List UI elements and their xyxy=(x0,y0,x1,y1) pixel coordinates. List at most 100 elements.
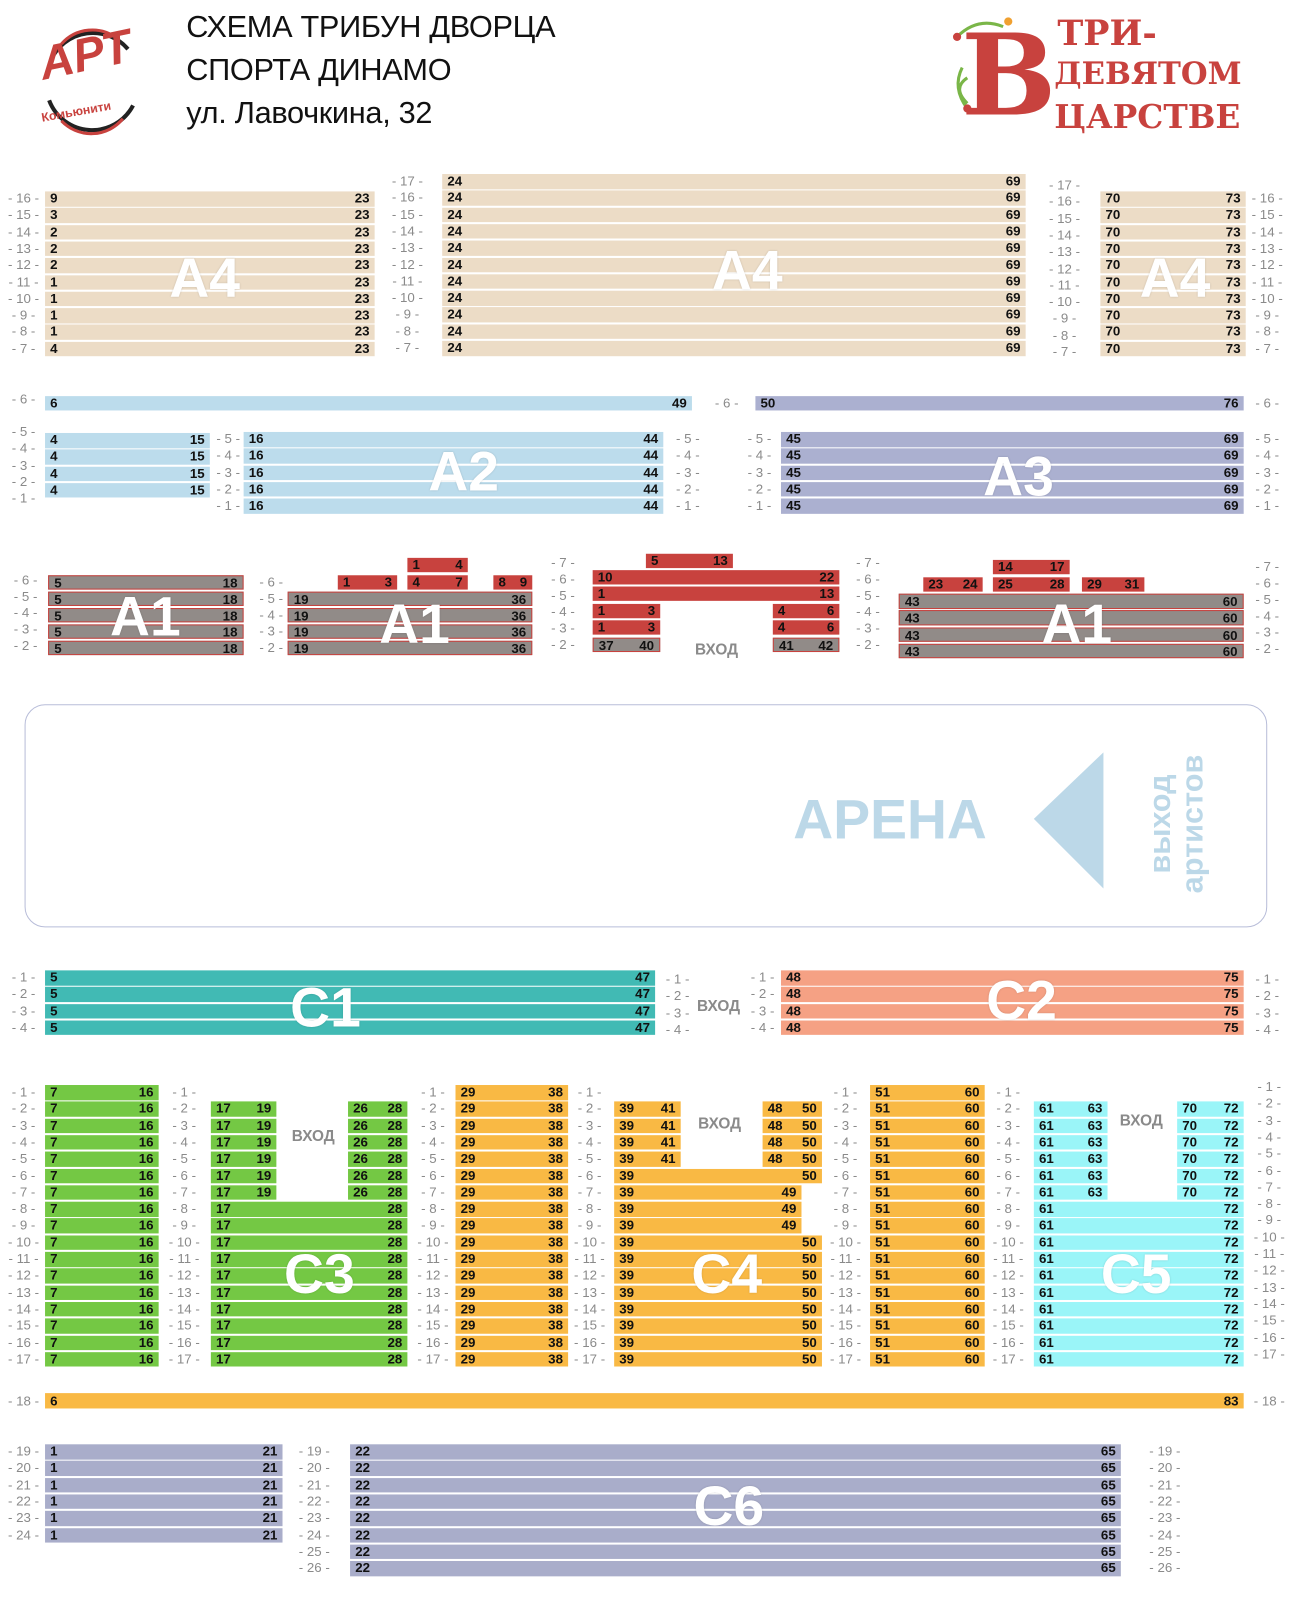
seat-row[interactable]: 3950 xyxy=(614,1334,822,1351)
seat-row[interactable]: 323 xyxy=(45,207,375,223)
seat-row[interactable]: 4850 xyxy=(762,1101,822,1117)
seat-row[interactable]: 923 xyxy=(45,191,375,207)
seat-row[interactable]: 2265 xyxy=(350,1560,1121,1576)
seat-row[interactable]: 518 xyxy=(48,640,244,656)
seat-row[interactable]: 1728 xyxy=(210,1251,408,1267)
seat-row[interactable]: 223 xyxy=(45,257,375,273)
seat-row[interactable]: 2469 xyxy=(442,240,1026,256)
seat-row[interactable]: 3950 xyxy=(614,1234,822,1251)
seat-row[interactable]: 1936 xyxy=(287,624,533,639)
seat-row[interactable]: 5160 xyxy=(870,1184,985,1200)
seat-row[interactable]: 2628 xyxy=(348,1134,408,1150)
seat-row[interactable]: 415 xyxy=(45,466,210,482)
seat-row[interactable]: 47 xyxy=(407,575,468,590)
seat-row[interactable]: 2938 xyxy=(455,1301,569,1317)
seat-row[interactable]: 2938 xyxy=(455,1284,569,1301)
seat-row[interactable]: 2938 xyxy=(455,1318,569,1334)
seat-row[interactable]: 5160 xyxy=(870,1134,985,1150)
seat-row[interactable]: 6163 xyxy=(1033,1184,1108,1200)
seat-row[interactable]: 5160 xyxy=(870,1318,985,1334)
seat-row[interactable]: 5160 xyxy=(870,1084,985,1100)
seat-row[interactable]: 716 xyxy=(45,1084,159,1100)
seat-row[interactable]: 7073 xyxy=(1100,191,1246,207)
seat-row[interactable]: 4875 xyxy=(781,970,1244,986)
seat-row[interactable]: 4569 xyxy=(781,481,1244,497)
seat-row[interactable]: 6172 xyxy=(1033,1251,1244,1267)
seat-row[interactable]: 6163 xyxy=(1033,1134,1108,1150)
seat-row[interactable]: 716 xyxy=(45,1301,159,1317)
seat-row[interactable]: 513 xyxy=(645,553,733,569)
seat-row[interactable]: 2469 xyxy=(442,173,1026,189)
seat-row[interactable]: 4850 xyxy=(762,1134,822,1150)
seat-row[interactable]: 2265 xyxy=(350,1443,1121,1460)
seat-row[interactable]: 3950 xyxy=(614,1251,822,1267)
seat-row[interactable]: 6163 xyxy=(1033,1118,1108,1134)
seat-row[interactable]: 2628 xyxy=(348,1168,408,1184)
seat-row[interactable]: 7073 xyxy=(1100,341,1246,357)
seat-row[interactable]: 2528 xyxy=(992,577,1070,592)
seat-row[interactable]: 4360 xyxy=(898,627,1244,642)
seat-row[interactable]: 6172 xyxy=(1033,1218,1244,1234)
seat-row[interactable]: 6172 xyxy=(1033,1284,1244,1301)
seat-row[interactable]: 716 xyxy=(45,1318,159,1334)
seat-row[interactable]: 3949 xyxy=(614,1201,802,1217)
seat-row[interactable]: 2469 xyxy=(442,273,1026,289)
seat-row[interactable]: 1728 xyxy=(210,1201,408,1217)
seat-row[interactable]: 2469 xyxy=(442,257,1026,273)
seat-row[interactable]: 7073 xyxy=(1100,324,1246,340)
seat-row[interactable]: 7072 xyxy=(1177,1151,1244,1167)
seat-row[interactable]: 2265 xyxy=(350,1527,1121,1543)
seat-row[interactable]: 121 xyxy=(45,1477,283,1493)
seat-row[interactable]: 2938 xyxy=(455,1134,569,1150)
seat-row[interactable]: 4142 xyxy=(772,637,840,653)
seat-row[interactable]: 3950 xyxy=(614,1301,822,1317)
seat-row[interactable]: 716 xyxy=(45,1284,159,1301)
seat-row[interactable]: 89 xyxy=(493,575,533,590)
seat-row[interactable]: 6163 xyxy=(1033,1151,1108,1167)
seat-row[interactable]: 121 xyxy=(45,1494,283,1510)
seat-row[interactable]: 716 xyxy=(45,1234,159,1251)
seat-row[interactable]: 2938 xyxy=(455,1351,569,1367)
seat-row[interactable]: 3941 xyxy=(614,1101,681,1117)
seat-row[interactable]: 13 xyxy=(337,575,398,590)
seat-row[interactable]: 5160 xyxy=(870,1251,985,1267)
seat-row[interactable]: 121 xyxy=(45,1460,283,1476)
seat-row[interactable]: 547 xyxy=(45,986,656,1002)
seat-row[interactable]: 4360 xyxy=(898,610,1244,626)
seat-row[interactable]: 1719 xyxy=(210,1151,277,1167)
seat-row[interactable]: 1728 xyxy=(210,1234,408,1251)
seat-row[interactable]: 716 xyxy=(45,1101,159,1117)
seat-row[interactable]: 415 xyxy=(45,482,210,498)
seat-row[interactable]: 5160 xyxy=(870,1334,985,1351)
seat-row[interactable]: 2938 xyxy=(455,1118,569,1134)
seat-row[interactable]: 1644 xyxy=(243,498,664,514)
seat-row[interactable]: 518 xyxy=(48,591,244,606)
seat-row[interactable]: 5160 xyxy=(870,1201,985,1217)
seat-row[interactable]: 121 xyxy=(45,1527,283,1543)
seat-row[interactable]: 5160 xyxy=(870,1234,985,1251)
seat-row[interactable]: 1719 xyxy=(210,1134,277,1150)
seat-row[interactable]: 7073 xyxy=(1100,274,1246,290)
seat-row[interactable]: 5076 xyxy=(755,396,1244,411)
seat-row[interactable]: 4569 xyxy=(781,431,1244,447)
seat-row[interactable]: 716 xyxy=(45,1268,159,1284)
seat-row[interactable]: 121 xyxy=(45,1443,283,1460)
seat-row[interactable]: 5160 xyxy=(870,1268,985,1284)
seat-row[interactable]: 1728 xyxy=(210,1218,408,1234)
seat-row[interactable]: 7073 xyxy=(1100,291,1246,307)
seat-row[interactable]: 1728 xyxy=(210,1301,408,1317)
seat-row[interactable]: 547 xyxy=(45,1003,656,1019)
seat-row[interactable]: 1644 xyxy=(243,465,664,481)
seat-row[interactable]: 716 xyxy=(45,1168,159,1184)
seat-row[interactable]: 716 xyxy=(45,1151,159,1167)
seat-row[interactable]: 7072 xyxy=(1177,1134,1244,1150)
seat-row[interactable]: 3941 xyxy=(614,1151,681,1167)
seat-row[interactable]: 5160 xyxy=(870,1118,985,1134)
seat-row[interactable]: 3950 xyxy=(614,1284,822,1301)
seat-row[interactable]: 6163 xyxy=(1033,1101,1108,1117)
seat-row[interactable]: 2938 xyxy=(455,1084,569,1100)
seat-row[interactable]: 1719 xyxy=(210,1184,277,1200)
seat-row[interactable]: 3949 xyxy=(614,1218,802,1234)
seat-row[interactable]: 2938 xyxy=(455,1268,569,1284)
seat-row[interactable]: 4360 xyxy=(898,643,1244,659)
